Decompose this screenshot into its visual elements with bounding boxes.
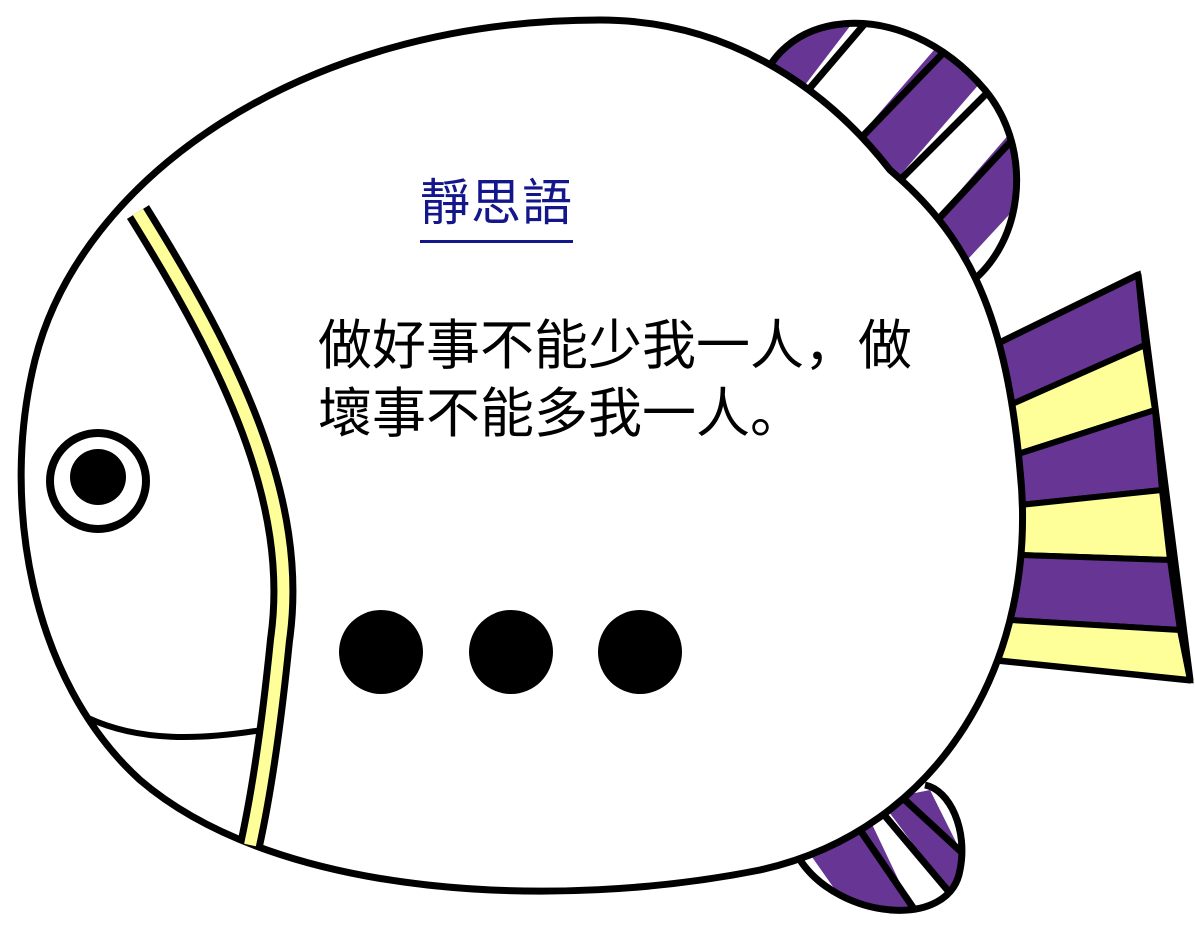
dot-1 <box>339 610 423 694</box>
eye <box>46 429 150 533</box>
quote-line-1: 做好事不能少我一人，做 <box>318 314 912 377</box>
mouth-line <box>86 715 263 741</box>
quote-line-2: 壞事不能多我一人。 <box>318 382 804 445</box>
title-heading: 靜思語 <box>420 172 573 243</box>
dot-2 <box>469 610 553 694</box>
dot-3 <box>598 610 682 694</box>
fish-body <box>17 16 1027 895</box>
quote-text: 做好事不能少我一人，做 壞事不能多我一人。 <box>318 312 968 448</box>
